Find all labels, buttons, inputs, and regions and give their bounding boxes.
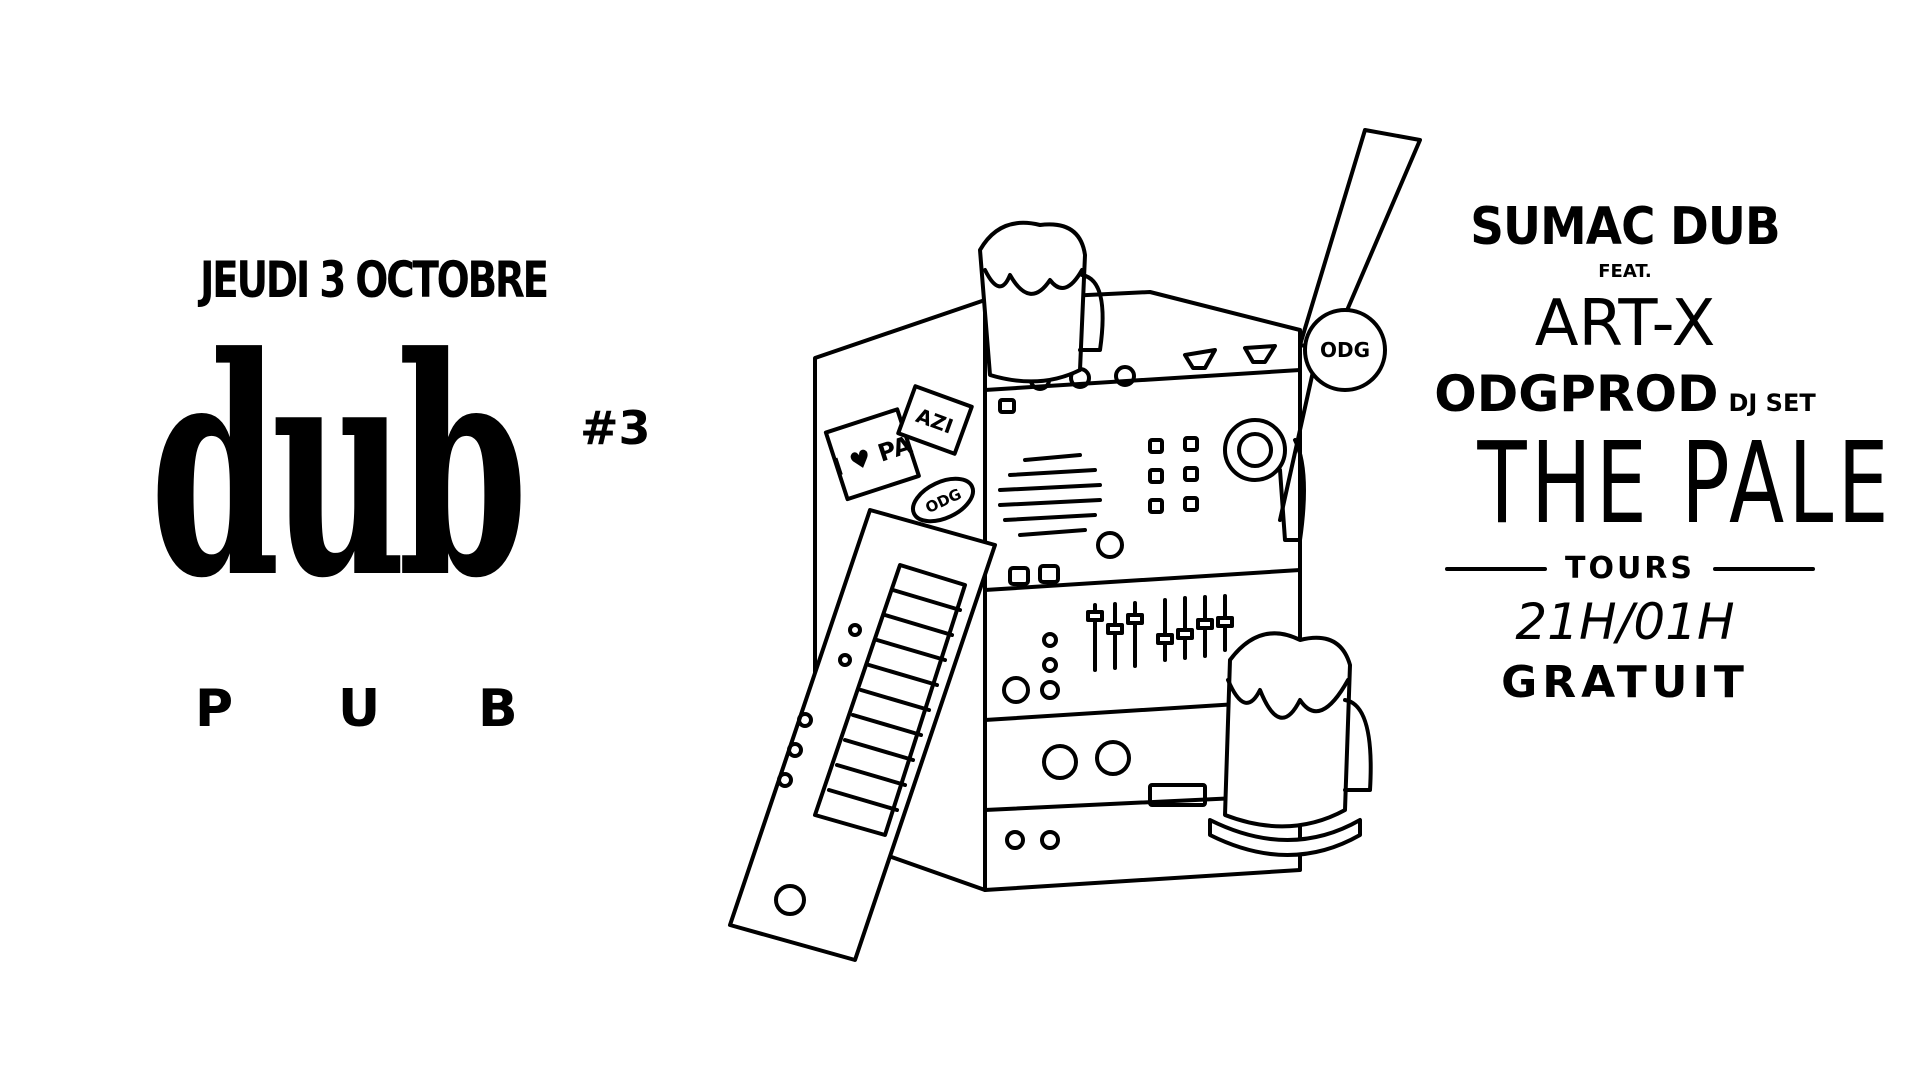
venue-city: TOURS <box>1564 550 1696 586</box>
divider-right <box>1713 567 1816 571</box>
edition-number: #3 <box>580 401 651 455</box>
feat-label: FEAT. <box>1598 261 1652 282</box>
event-hours: 21H/01H <box>1515 593 1735 651</box>
pub-letter-b: B <box>478 679 518 739</box>
pub-letter-p: P <box>195 679 234 739</box>
guest-artist-1: ART-X <box>1534 287 1716 361</box>
dub-logo: dub <box>150 291 528 644</box>
beer-tap-handle: ODG <box>1223 128 1422 542</box>
venue-name: THE PALE <box>1477 419 1893 549</box>
venue-city-row: TOURS <box>1445 550 1816 588</box>
pub-letter-u: U <box>338 679 381 739</box>
keyboard-synth <box>728 508 997 962</box>
guest-artist-2: ODGPROD DJ SET <box>1420 365 1830 424</box>
rack-front <box>983 290 1302 892</box>
beer-mug-top <box>978 220 1105 384</box>
beer-mug-bottom <box>1208 631 1373 857</box>
stickers: I ♥ PA AZI ODG <box>823 384 975 524</box>
headliner: SUMAC DUB <box>1470 197 1780 257</box>
speaker-grille <box>998 453 1102 537</box>
tap-badge-odg: ODG <box>1320 338 1370 362</box>
event-date: JEUDI 3 OCTOBRE <box>200 251 549 309</box>
guest-artist-2-name: ODGPROD <box>1434 365 1719 423</box>
divider-left <box>1445 567 1547 571</box>
event-price: GRATUIT <box>1501 657 1749 708</box>
guest-artist-2-note: DJ SET <box>1728 389 1816 417</box>
faders <box>1086 594 1234 672</box>
